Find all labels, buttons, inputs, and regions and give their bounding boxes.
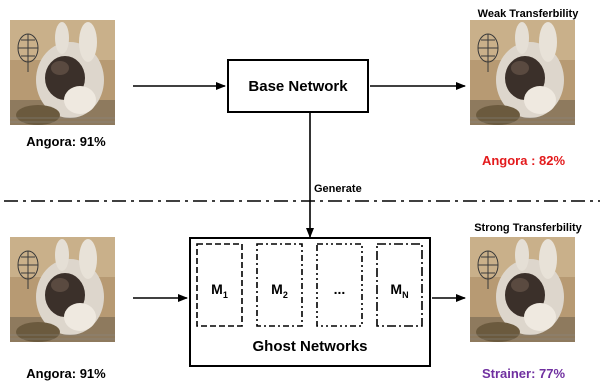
model-3: ... xyxy=(317,244,362,326)
model-box xyxy=(256,243,303,327)
model-2: M2 xyxy=(257,244,302,326)
angora-rabbit-photo xyxy=(470,237,575,342)
angora-rabbit-photo xyxy=(10,20,115,125)
model-label: M2 xyxy=(271,281,288,300)
strong-transferability-heading: Strong Transferbility xyxy=(474,222,582,234)
base-network-box xyxy=(227,59,369,113)
weak-transferability-heading: Weak Transferbility xyxy=(477,8,579,20)
model-box xyxy=(316,243,363,327)
model-label: M1 xyxy=(211,281,228,300)
ghost-networks-box xyxy=(189,237,431,367)
bottom-input-caption: Angora: 91% xyxy=(26,366,106,381)
bottom-output-caption: Strainer: 77% xyxy=(481,366,566,381)
base-network-label: Base Network xyxy=(248,77,348,95)
model-label: ... xyxy=(333,281,346,297)
model-4: MN xyxy=(377,244,422,326)
generate-label: Generate xyxy=(314,183,362,195)
ghost-networks: Ghost Networks xyxy=(190,338,430,356)
base-network: Base Network xyxy=(228,60,368,112)
angora-rabbit-photo xyxy=(470,20,575,125)
angora-rabbit-photo xyxy=(10,237,115,342)
model-1: M1 xyxy=(197,244,242,326)
top-output-caption: Angora : 82% xyxy=(481,153,566,168)
ghost-networks-label: Ghost Networks xyxy=(252,338,368,355)
model-label: MN xyxy=(390,281,409,300)
model-box xyxy=(376,243,423,327)
model-box xyxy=(196,243,243,327)
top-input-caption: Angora: 91% xyxy=(26,134,106,149)
